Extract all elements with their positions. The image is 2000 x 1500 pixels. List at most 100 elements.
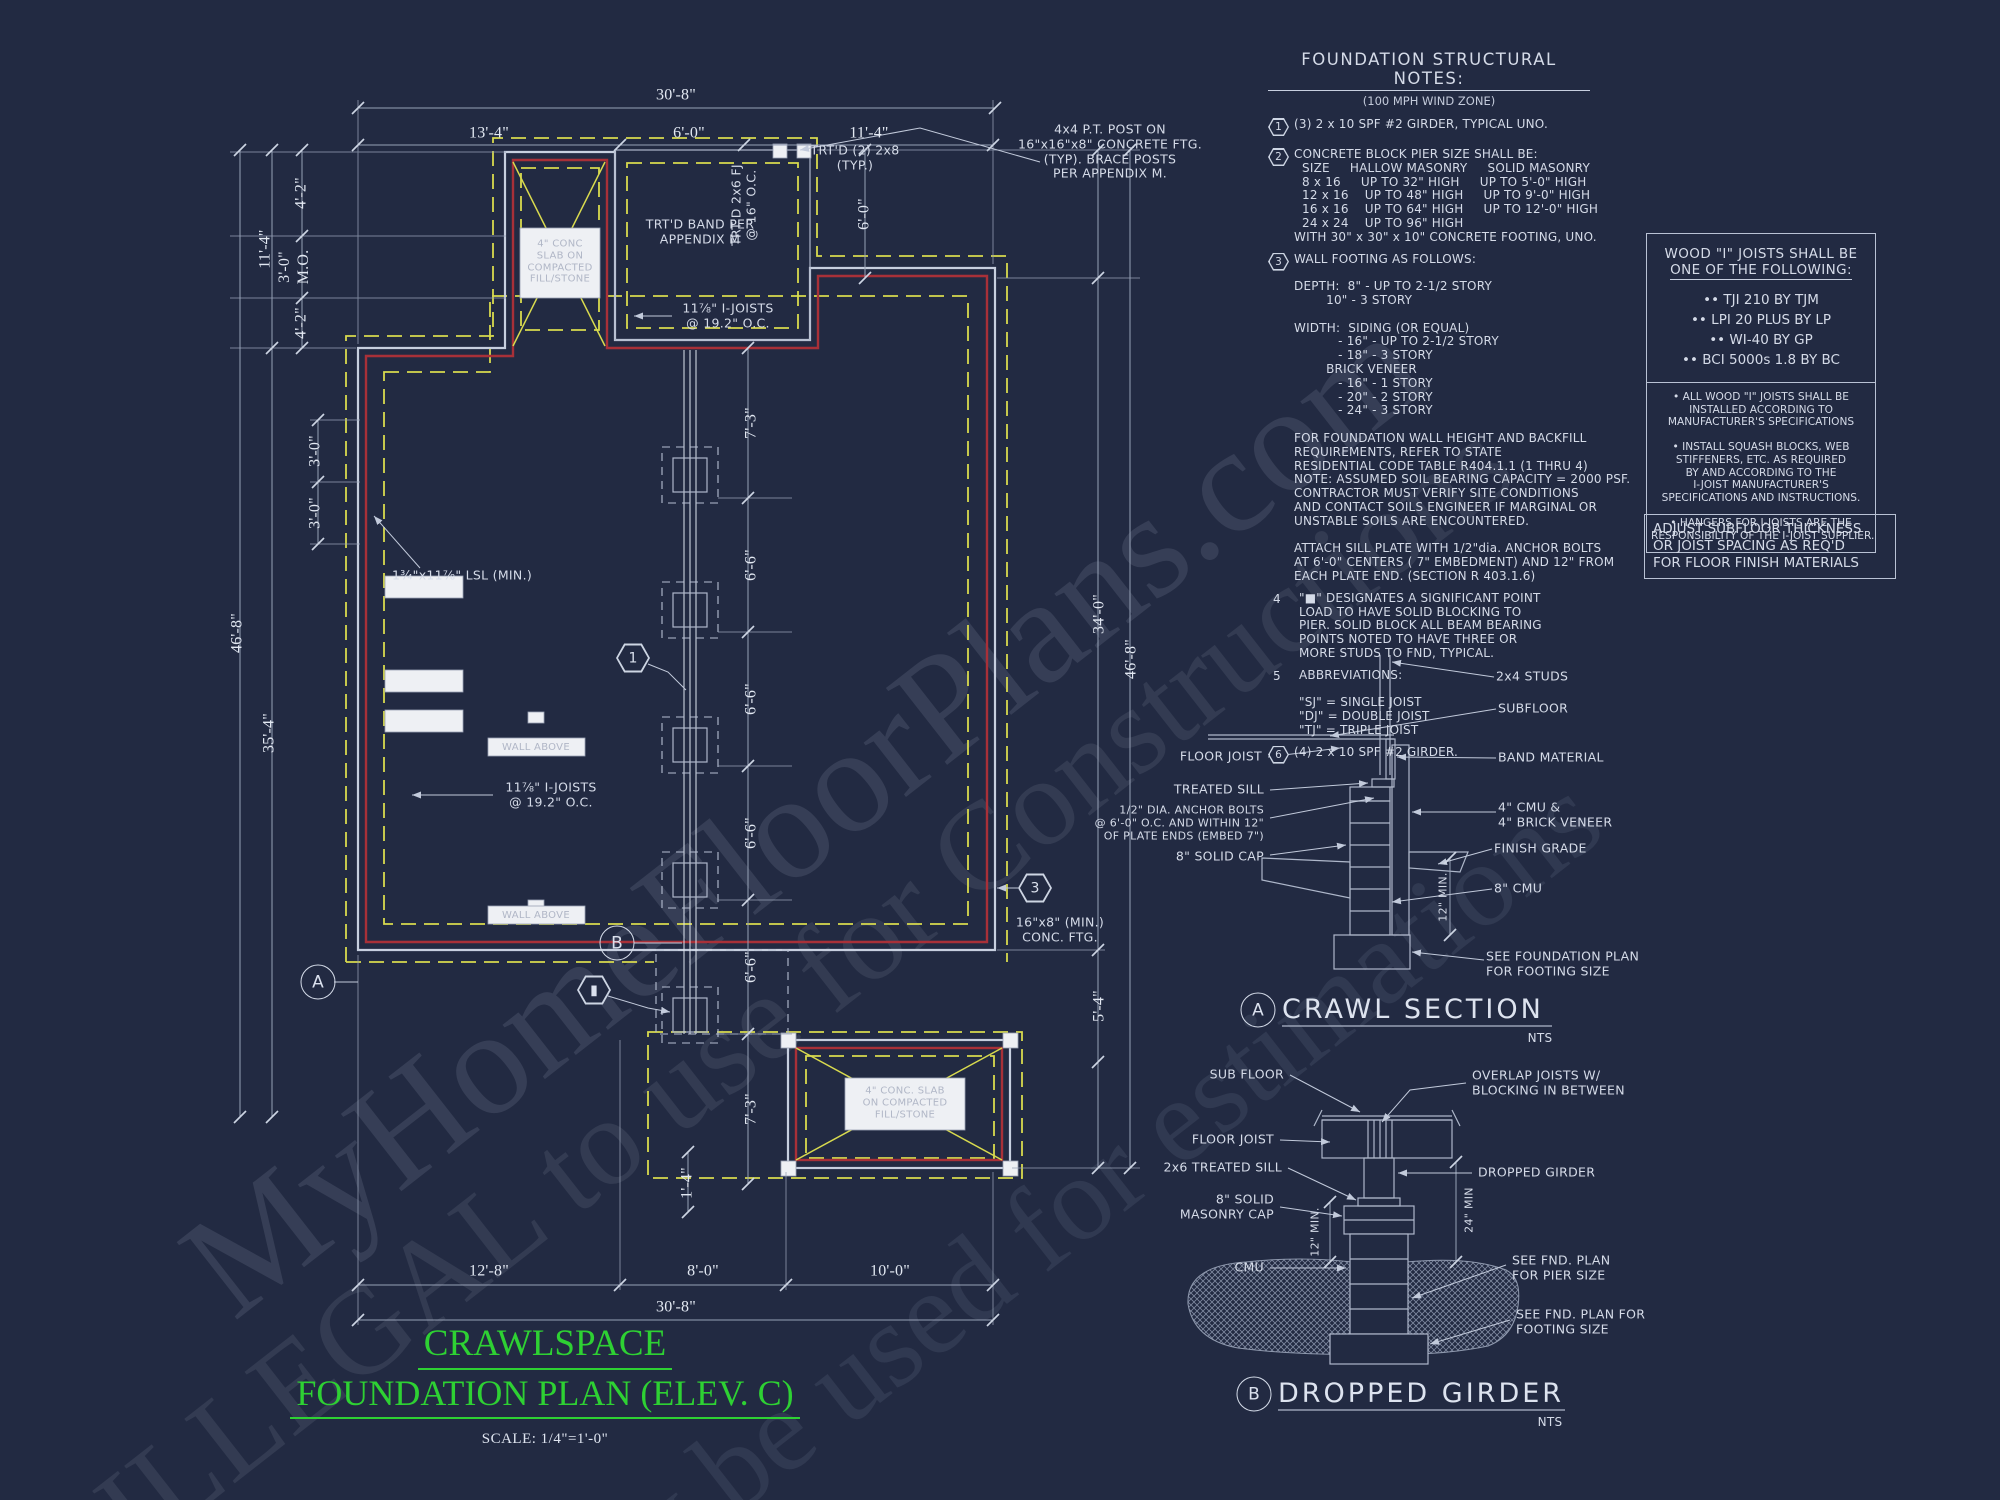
dim-bottom-3: 10'-0" [870,1262,910,1280]
dimension-tick [1323,1255,1337,1269]
plan-title-line1: CRAWLSPACE [255,1322,835,1370]
dim-left-354: 35'-4" [260,713,278,753]
dimension-tick [295,341,309,355]
plan-leaders [334,127,1041,1014]
dimension-tick [265,1110,279,1124]
dimension-tick [311,413,325,427]
dimension-tick [351,101,365,115]
note-trtd-2x8: TRT'D (2) 2x8 (TYP.) [810,142,900,172]
dim-left-30b: 3'-0" [306,497,324,529]
cs-label-bolts: 1/2" DIA. ANCHOR BOLTS @ 6'-0" O.C. AND … [1094,803,1264,843]
dimension-tick [1443,928,1457,942]
cs-nts: NTS [1527,1030,1553,1045]
title-block: CRAWLSPACE FOUNDATION PLAN (ELEV. C) SCA… [255,1322,835,1448]
notes-subtitle: (100 MPH WIND ZONE) [1362,94,1496,108]
dim-right-60: 6'-0" [855,198,873,230]
adjust-subfloor-box: ADJUST SUBFLOOR THICKNESS OR JOIST SPACI… [1644,514,1896,579]
dim-int-73a: 7'-3" [742,407,760,439]
dimension-tick [986,138,1000,152]
note-ijoist-2: 11⅞" I-JOISTS @ 19.2" O.C. [505,779,597,809]
note-item-6: 6 (4) 2 x 10 SPF #2 GIRDER. [1268,745,1590,768]
dimension-tick [351,138,365,152]
note-lsl: 1¾"x11⅞" LSL (MIN.) [391,567,533,583]
dg-label-joist: FLOOR JOIST [1191,1131,1274,1147]
dimension-tick [1323,1195,1337,1209]
dimension-tick [1449,1155,1463,1169]
dimension-tick [779,1278,793,1292]
cs-label-subfloor: SUBFLOOR [1498,700,1569,716]
callout-hex-1: 1 [616,643,650,673]
dim-int-66b: 6'-6" [742,683,760,715]
dg-label-girder: DROPPED GIRDER [1478,1164,1596,1180]
dim-right-468: 46'-8" [1122,639,1140,679]
plan-scale: SCALE: 1/4"=1'-0" [481,1431,609,1447]
dim-int-73b: 7'-3" [742,1093,760,1125]
cs-label-band: BAND MATERIAL [1498,749,1604,765]
dimension-tick [233,1110,247,1124]
note-post: 4x4 P.T. POST ON 16"x16"x8" CONCRETE FTG… [1018,121,1202,181]
dimension-tick [1123,1161,1137,1175]
dim-left-sub2: 3'-0" M.O. [276,249,312,285]
dimension-tick [1091,1161,1105,1175]
dimension-tick [681,1145,695,1159]
dimension-tick [741,1027,755,1041]
callout-circle-a: A [300,964,336,1000]
dimension-tick [681,1205,695,1219]
note-item-1: 1 (3) 2 x 10 SPF #2 GIRDER, TYPICAL UNO. [1268,117,1590,140]
note-3-hex-icon: 3 [1268,252,1289,271]
dim-left-30a: 3'-0" [306,435,324,467]
dimension-tick [1091,143,1105,157]
dimension-tick [858,143,872,157]
dimension-tick [233,143,247,157]
dimension-tick [1449,1255,1463,1269]
dim-right-54: 5'-4" [1090,990,1108,1022]
dg-label-24min: 24" MIN [1462,1187,1476,1233]
dim-top-2: 6'-0" [673,124,705,142]
note-ijoist-1: 11⅞" I-JOISTS @ 19.2" O.C. [682,300,774,330]
callout-hex-block: ▮ [577,975,611,1005]
dimension-tick [741,1177,755,1191]
cs-label-sill: TREATED SILL [1173,781,1264,797]
plan-wall-above-bars [384,227,966,1131]
plan-title-line2: FOUNDATION PLAN (ELEV. C) [255,1372,835,1419]
ijoist-title-1: WOOD "I" JOISTS SHALL BE [1664,246,1858,262]
cs-label-cmu-brick: 4" CMU & 4" BRICK VENEER [1498,799,1613,829]
dimension-tick [1123,143,1137,157]
dimension-tick [986,1313,1000,1327]
dim-int-66c: 6'-6" [742,817,760,849]
dim-top-overall: 30'-8" [656,86,696,104]
dimension-tick [858,271,872,285]
dg-label-footing: SEE FND. PLAN FOR FOOTING SIZE [1516,1306,1646,1336]
cs-label-studs: 2x4 STUDS [1496,668,1569,684]
note-slab-bottom: 4" CONC. SLAB ON COMPACTED FILL/STONE [862,1085,948,1120]
note-item-2: 2 CONCRETE BLOCK PIER SIZE SHALL BE: SIZ… [1268,147,1598,245]
plan-outer-yellow [345,137,1023,1179]
cs-label-joist: FLOOR JOIST [1179,748,1262,764]
dg-label-12min: 12" MIN. [1308,1207,1322,1257]
dimension-tick [1091,1055,1105,1069]
note-trtd-band: TRT'D BAND PER APPENDIX M [645,216,755,246]
dimension-tick [988,101,1002,115]
dimension-tick [351,1313,365,1327]
dim-int-66a: 6'-6" [742,549,760,581]
dim-bottom-2: 8'-0" [687,1262,719,1280]
foundation-structural-notes: FOUNDATION STRUCTURAL NOTES: (100 MPH WI… [1268,50,1630,776]
dimension-tick [295,229,309,243]
cs-label-fnd: SEE FOUNDATION PLAN FOR FOOTING SIZE [1486,948,1640,978]
cs-label-12min: 12" MIN. [1436,872,1450,922]
dg-label-cap: 8" SOLID MASONRY CAP [1179,1191,1274,1221]
cs-tag: A [1240,992,1276,1028]
note-6-hex-icon: 6 [1268,745,1289,764]
dimension-tick [1091,271,1105,285]
cs-label-grade: FINISH GRADE [1494,840,1587,856]
dimension-tick [737,138,751,152]
dimension-tick [741,341,755,355]
dg-label-overlap: OVERLAP JOISTS W/ BLOCKING IN BETWEEN [1472,1067,1625,1097]
dim-top-1: 13'-4" [469,124,509,142]
dimension-tick [741,893,755,907]
dim-left-468: 46'-8" [228,613,246,653]
note-conc-ftg: 16"x8" (MIN.) CONC. FTG. [1015,914,1105,944]
dimension-tick [295,291,309,305]
dropped-girder-detail [1187,1074,1565,1411]
